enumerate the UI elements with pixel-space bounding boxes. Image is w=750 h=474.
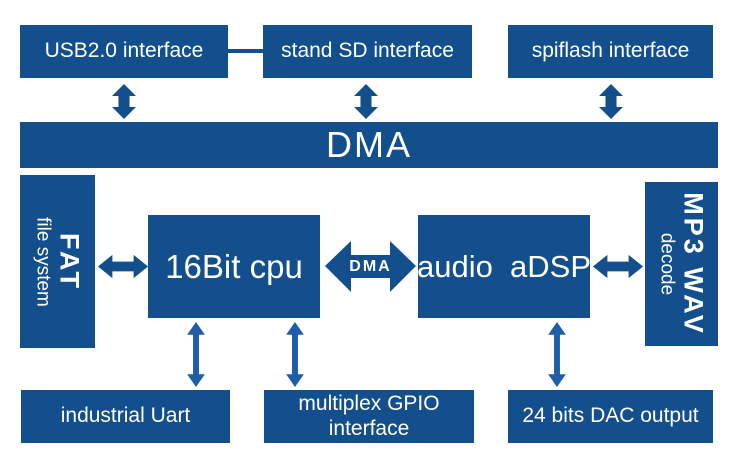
cpu-uart-double-arrow-icon: [186, 322, 206, 387]
audio-adsp-label: audio aDSP: [416, 248, 592, 284]
cpu-label: 16Bit cpu: [165, 247, 303, 285]
usb-dma-double-arrow-icon: [110, 84, 138, 119]
sd-interface-block: stand SD interface: [263, 25, 472, 78]
fat-file-system-label: FAT file system: [30, 217, 85, 307]
usb-interface-label: USB2.0 interface: [44, 39, 204, 63]
cpu-block: 16Bit cpu: [148, 215, 320, 318]
audio-adsp-block: audio aDSP: [416, 215, 592, 318]
cpu-gpio-double-arrow-icon: [285, 322, 305, 387]
spiflash-dma-double-arrow-icon: [597, 84, 625, 119]
sd-interface-label: stand SD interface: [281, 39, 454, 63]
adsp-mp3-double-arrow-icon: [592, 253, 644, 280]
usb-interface-block: USB2.0 interface: [20, 25, 228, 78]
cpu-adsp-dma-double-arrow-icon: DMA: [325, 240, 416, 293]
industrial-uart-label: industrial Uart: [60, 404, 191, 428]
spiflash-interface-block: spiflash interface: [508, 25, 713, 78]
adsp-dac-double-arrow-icon: [547, 322, 567, 387]
fat-title: FAT: [54, 232, 85, 291]
fat-cpu-double-arrow-icon: [97, 253, 149, 280]
fat-subtitle: file system: [31, 216, 53, 307]
mp3-wav-subtitle: decode: [655, 232, 677, 296]
dma-channel-label: DMA: [349, 257, 392, 275]
dma-bus-block: DMA: [20, 122, 718, 168]
dac-output-label: 24 bits DAC output: [522, 404, 699, 428]
sd-dma-double-arrow-icon: [352, 84, 380, 119]
dac-output-block: 24 bits DAC output: [508, 390, 713, 443]
spiflash-interface-label: spiflash interface: [531, 39, 690, 63]
mp3-wav-decode-block: MP3 WAV decode: [645, 182, 718, 346]
fat-file-system-block: FAT file system: [20, 175, 95, 348]
usb-sd-connector-line: [227, 49, 264, 53]
mp3-wav-title: MP3 WAV: [678, 192, 709, 336]
industrial-uart-block: industrial Uart: [21, 390, 230, 443]
dma-bus-label: DMA: [326, 124, 412, 165]
mp3-wav-decode-label: MP3 WAV decode: [654, 192, 709, 336]
multiplex-gpio-block: multiplex GPIO interface: [264, 390, 474, 443]
multiplex-gpio-label: multiplex GPIO interface: [298, 392, 440, 440]
